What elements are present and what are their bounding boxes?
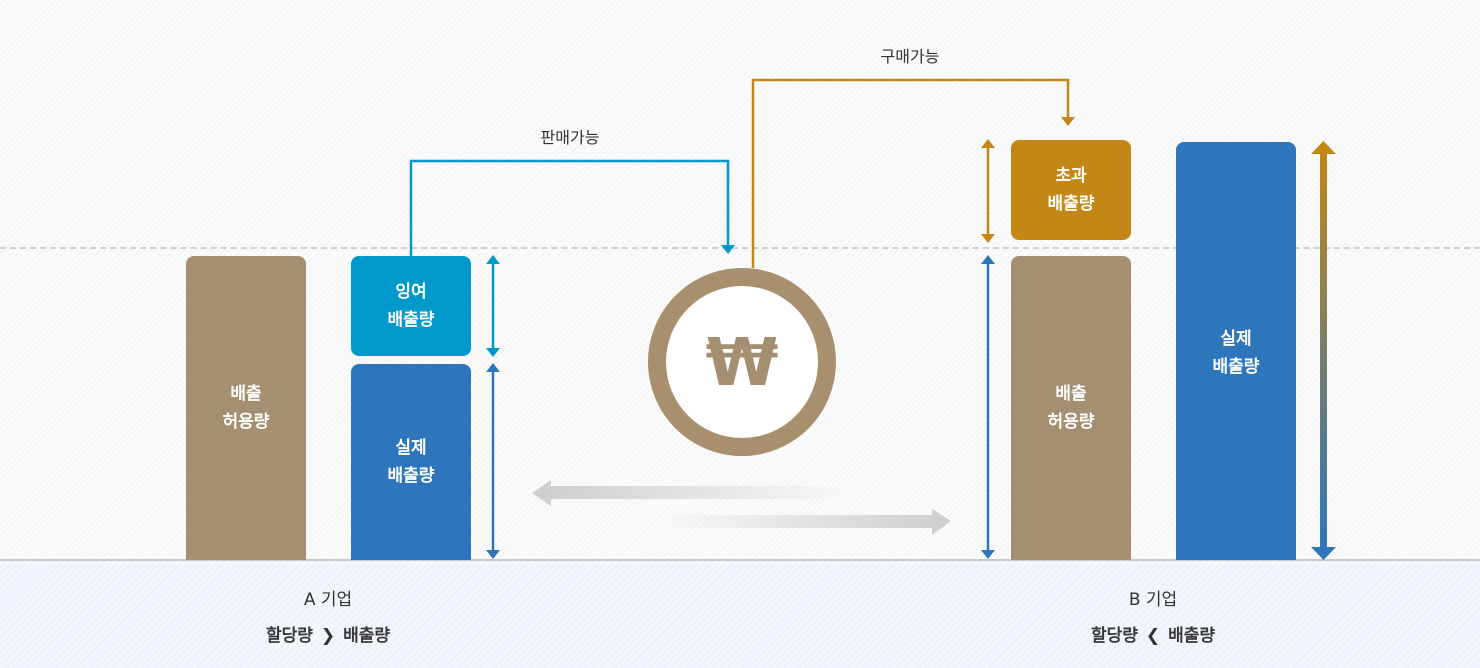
buy-connector (751, 78, 1075, 268)
a-surplus-bar: 잉여 배출량 (351, 256, 471, 356)
b-actual-bar: 실제 배출량 (1176, 142, 1296, 560)
a-allowance-bar: 배출 허용량 (186, 256, 306, 560)
b-excess-measure-arrow (981, 139, 995, 243)
a-actual-bar: 실제 배출량 (351, 364, 471, 560)
company-b-relation-left: 할당량 (1090, 626, 1138, 646)
a-actual-label: 실제 배출량 (387, 438, 435, 486)
buy-arrowhead-icon (1061, 117, 1075, 126)
company-a-relation: 할당량 ❯ 배출량 (228, 621, 428, 651)
a-actual-measure-arrow (486, 363, 500, 559)
b-allowance-measure-arrow (981, 255, 995, 559)
b-total-measure-arrow (1311, 141, 1336, 560)
allowance-threshold-line (0, 247, 1480, 249)
company-b-relation: 할당량 ❮ 배출량 (1053, 621, 1253, 651)
buy-label: 구매가능 (880, 47, 940, 66)
company-a-name: A 기업 (303, 590, 353, 610)
company-a-relation-right: 배출량 (343, 626, 391, 646)
b-excess-label: 초과 배출량 (1047, 166, 1095, 214)
a-surplus-measure-arrow (486, 255, 500, 357)
company-b-relation-right: 배출량 (1168, 626, 1216, 646)
company-b-name: B 기업 (1128, 590, 1178, 610)
footer-band (0, 559, 1480, 668)
b-allowance-label: 배출 허용량 (1047, 384, 1095, 432)
a-allowance-label: 배출 허용량 (222, 384, 270, 432)
sell-label: 판매가능 (540, 128, 600, 147)
company-b-caption: B 기업 할당량 ❮ 배출량 (1053, 587, 1253, 651)
b-excess-bar: 초과 배출량 (1011, 140, 1131, 240)
greater-than-icon: ❯ (320, 626, 336, 646)
won-coin-icon: ₩ (648, 268, 836, 456)
sell-arrowhead-icon (721, 245, 735, 254)
less-than-icon: ❮ (1145, 626, 1161, 646)
a-surplus-label: 잉여 배출량 (387, 282, 435, 330)
b-actual-label: 실제 배출량 (1212, 329, 1260, 377)
trade-arrow-right (660, 509, 951, 535)
company-a-caption: A 기업 할당량 ❯ 배출량 (228, 587, 428, 651)
company-a-relation-left: 할당량 (265, 626, 313, 646)
b-allowance-bar: 배출 허용량 (1011, 256, 1131, 560)
sell-connector (409, 159, 735, 256)
won-symbol: ₩ (705, 323, 779, 401)
trade-arrow-left (532, 480, 848, 506)
